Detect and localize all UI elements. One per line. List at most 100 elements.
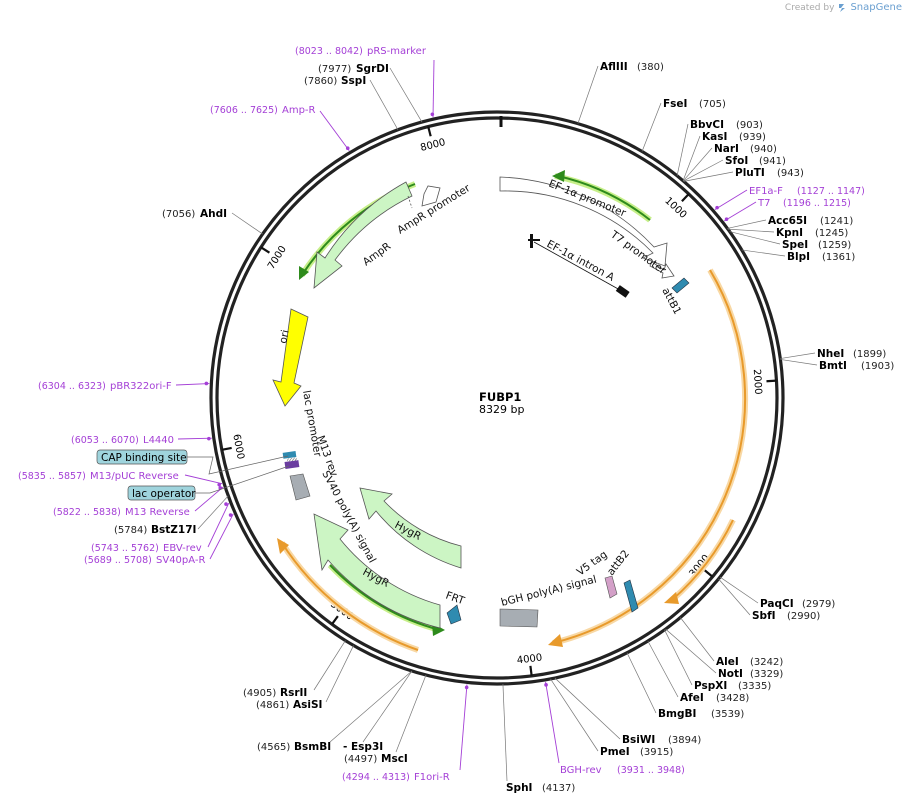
enzyme-afeI[interactable]: AfeI(3428) bbox=[680, 692, 749, 704]
primer-line-f1ori-r bbox=[459, 684, 468, 771]
svg-text:(939): (939) bbox=[739, 132, 766, 143]
svg-text:BstZ17I: BstZ17I bbox=[151, 524, 196, 536]
svg-text:AflIII: AflIII bbox=[600, 61, 628, 73]
enzyme-aleI[interactable]: AleI(3242) bbox=[716, 656, 783, 668]
enzyme-bmgBI[interactable]: BmgBI(3539) bbox=[658, 708, 744, 720]
enzyme-bstZ17I[interactable]: (5784) BstZ17I bbox=[114, 524, 196, 536]
enzyme-sspI[interactable]: (7860)SspI bbox=[304, 75, 366, 87]
svg-text:(3894): (3894) bbox=[668, 735, 701, 746]
primer-line-t7 bbox=[723, 201, 757, 222]
enzyme-line-paqci bbox=[719, 576, 759, 604]
enzyme-rsrII[interactable]: (4905)RsrII bbox=[243, 687, 307, 699]
enzyme-speI[interactable]: SpeI(1259) bbox=[782, 239, 851, 251]
enzyme-acc65I[interactable]: Acc65I(1241) bbox=[768, 215, 853, 227]
primer-mark-bgh-rev bbox=[544, 683, 548, 687]
backbone-outer-ring bbox=[209, 110, 785, 686]
enzyme-narI[interactable]: NarI(940) bbox=[714, 143, 777, 155]
enzyme-line-asisi bbox=[325, 645, 354, 703]
ef1a-intron-marker bbox=[528, 234, 630, 298]
enzyme-line-sphi bbox=[502, 683, 508, 782]
enzyme-bmtI[interactable]: BmtI(1903) bbox=[819, 360, 894, 372]
tick-6000 bbox=[221, 446, 232, 451]
svg-text:pRS-marker: pRS-marker bbox=[367, 46, 427, 57]
svg-text:M13 Reverse: M13 Reverse bbox=[125, 507, 190, 518]
enzyme-pluTI[interactable]: PluTI(943) bbox=[735, 167, 804, 179]
enzyme-line-acc65i bbox=[727, 219, 767, 229]
enzyme-nheI[interactable]: NheI(1899) bbox=[817, 348, 886, 360]
enzyme-blpI[interactable]: BlpI(1361) bbox=[787, 251, 855, 263]
enzyme-mscI[interactable]: (4497)MscI bbox=[344, 753, 408, 765]
primer-l4440[interactable]: (6053 .. 6070)L4440 bbox=[71, 435, 174, 446]
enzyme-line-afliii bbox=[577, 65, 599, 124]
svg-text:Esp3I: Esp3I bbox=[351, 741, 383, 753]
enzyme-line-bsmbi bbox=[329, 670, 413, 743]
enzyme-pspXI[interactable]: PspXI(3335) bbox=[694, 680, 771, 692]
primer-bgh-rev[interactable]: BGH-rev(3931 .. 3948) bbox=[560, 765, 685, 776]
primer-ebv-rev[interactable]: (5743 .. 5762)EBV-rev bbox=[91, 543, 202, 554]
enzyme-ahdI[interactable]: (7056)AhdI bbox=[162, 208, 227, 220]
primer-sv40pa-r[interactable]: (5689 .. 5708)SV40pA-R bbox=[84, 555, 205, 566]
enzyme-sfoI[interactable]: SfoI(941) bbox=[725, 155, 786, 167]
primer-mark-l4440 bbox=[207, 436, 211, 441]
svg-text:BmtI: BmtI bbox=[819, 360, 847, 372]
primer-t7[interactable]: T7(1196 .. 1215) bbox=[757, 198, 851, 209]
svg-text:-: - bbox=[343, 741, 347, 753]
svg-text:(5784): (5784) bbox=[114, 525, 147, 536]
m13-rev-mark bbox=[286, 457, 298, 462]
cap-binding-site-box[interactable]: CAP binding site bbox=[96, 449, 188, 465]
primer-pbr322ori-f[interactable]: (6304 .. 6323) pBR322ori-F bbox=[38, 381, 172, 392]
enzyme-notI[interactable]: NotI(3329) bbox=[718, 668, 783, 680]
primer-prs-marker[interactable]: (8023 .. 8042)pRS-marker bbox=[295, 46, 427, 57]
primer-ef1a-f[interactable]: EF1a-F(1127 .. 1147) bbox=[749, 186, 865, 197]
enzyme-fseI[interactable]: FseI(705) bbox=[663, 98, 726, 110]
svg-text:RsrII: RsrII bbox=[280, 687, 307, 699]
svg-text:(5835 .. 5857): (5835 .. 5857) bbox=[18, 471, 86, 482]
enzyme-sphI[interactable]: SphI(4137) bbox=[506, 782, 575, 794]
enzyme-paqCI[interactable]: PaqCI(2979) bbox=[760, 598, 835, 610]
enzyme-aflIII[interactable]: AflIII(380) bbox=[600, 61, 664, 73]
svg-text:(6304 .. 6323): (6304 .. 6323) bbox=[38, 381, 106, 392]
svg-text:(941): (941) bbox=[759, 156, 786, 167]
enzyme-line-bbvci bbox=[676, 123, 689, 176]
svg-text:FseI: FseI bbox=[663, 98, 687, 110]
enzyme-line-fsei bbox=[641, 102, 662, 152]
enzyme-kpnI[interactable]: KpnI(1245) bbox=[776, 227, 848, 239]
svg-text:(1245): (1245) bbox=[815, 228, 848, 239]
svg-text:pBR322ori-F: pBR322ori-F bbox=[110, 381, 172, 392]
svg-text:(3329): (3329) bbox=[750, 669, 783, 680]
plasmid-name: FUBP1 bbox=[479, 390, 521, 404]
svg-text:NarI: NarI bbox=[714, 143, 739, 155]
enzyme-pmeI[interactable]: PmeI(3915) bbox=[600, 746, 673, 758]
lac-operator-box[interactable]: lac operator bbox=[127, 485, 196, 501]
svg-text:AhdI: AhdI bbox=[200, 208, 227, 220]
enzyme-esp3I[interactable]: - Esp3I bbox=[343, 741, 383, 753]
enzyme-sbfI[interactable]: SbfI(2990) bbox=[752, 610, 820, 622]
primer-line-amp-r bbox=[319, 110, 350, 152]
enzyme-bbvcI[interactable]: BbvCI(903) bbox=[690, 119, 763, 131]
primer-m13-reverse[interactable]: (5822 .. 5838) M13 Reverse bbox=[53, 507, 190, 518]
tick-label-7000: 7000 bbox=[266, 244, 289, 271]
enzyme-kasI[interactable]: KasI(939) bbox=[702, 131, 766, 143]
primer-f1ori-r[interactable]: (4294 .. 4313)F1ori-R bbox=[342, 772, 450, 783]
svg-text:(3931 .. 3948): (3931 .. 3948) bbox=[617, 765, 685, 776]
svg-text:SspI: SspI bbox=[341, 75, 366, 87]
svg-text:AfeI: AfeI bbox=[680, 692, 704, 704]
svg-text:(5822 .. 5838): (5822 .. 5838) bbox=[53, 507, 121, 518]
svg-text:SbfI: SbfI bbox=[752, 610, 776, 622]
svg-text:(3539): (3539) bbox=[711, 709, 744, 720]
svg-text:MscI: MscI bbox=[381, 753, 408, 765]
frt-marker bbox=[446, 604, 462, 625]
primer-line-sv40pa-r bbox=[209, 513, 234, 560]
tick-3000 bbox=[704, 569, 714, 578]
enzyme-bsiWI[interactable]: BsiWI(3894) bbox=[622, 734, 701, 746]
enzyme-sgrDI[interactable]: (7977)SgrDI bbox=[318, 63, 389, 75]
primer-amp-r[interactable]: (7606 .. 7625)Amp-R bbox=[210, 105, 316, 116]
enzyme-line-sbfi bbox=[718, 578, 751, 616]
primer-m13-puc-reverse[interactable]: (5835 .. 5857)M13/pUC Reverse bbox=[18, 471, 179, 482]
enzyme-line-nari bbox=[682, 147, 713, 182]
svg-text:(903): (903) bbox=[736, 120, 763, 131]
enzyme-bsmBI[interactable]: (4565)BsmBI bbox=[257, 741, 331, 753]
tick-2000 bbox=[766, 379, 777, 383]
enzyme-line-ahdi bbox=[231, 212, 263, 235]
enzyme-asiSI[interactable]: (4861)AsiSI bbox=[256, 699, 322, 711]
